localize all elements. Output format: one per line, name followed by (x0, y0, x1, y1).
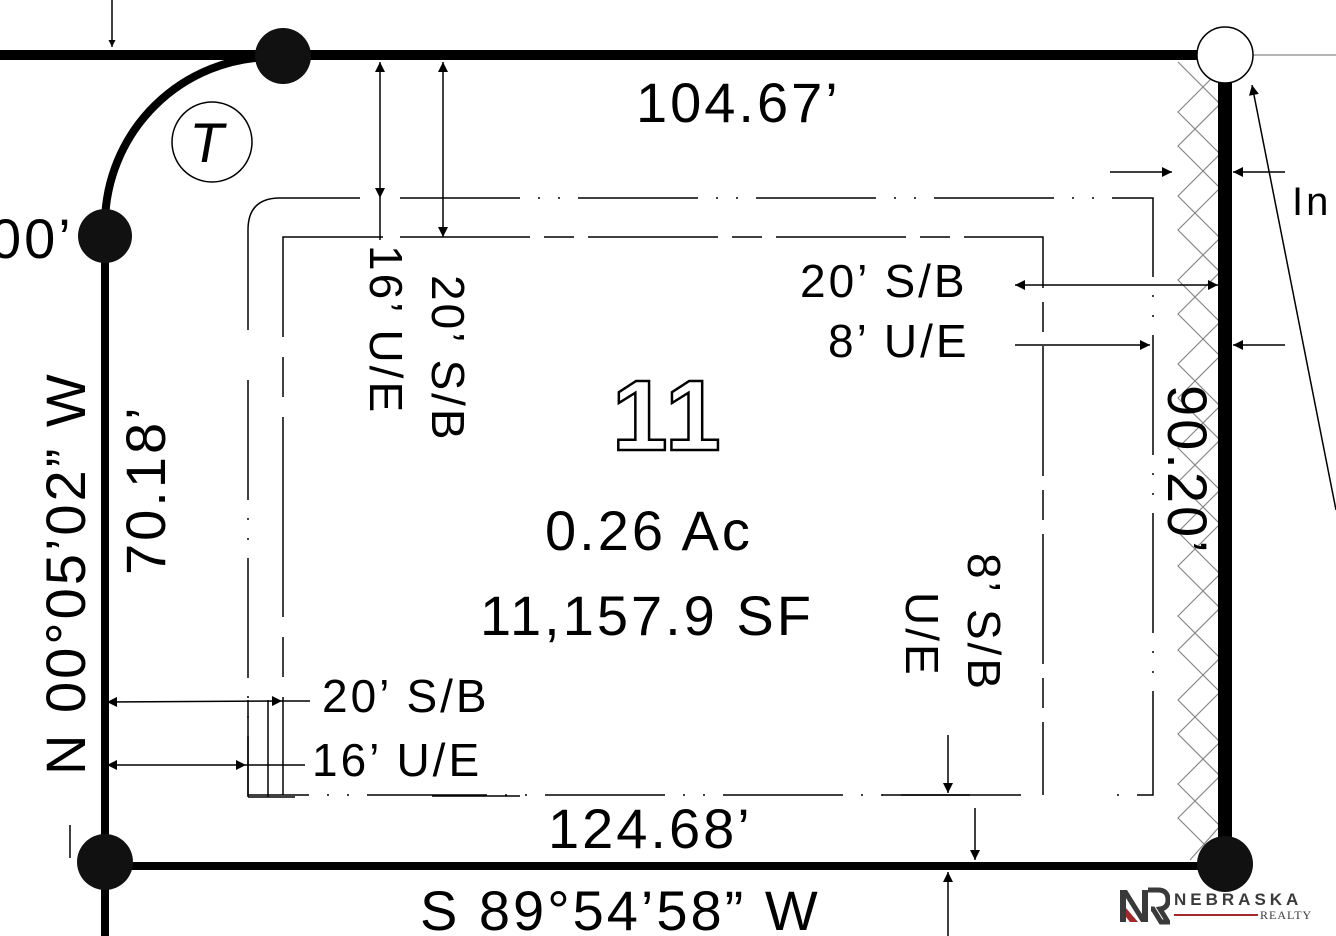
top-left-partial-dimension: 00’ (0, 207, 74, 270)
nr-logo-mark-icon (1120, 887, 1170, 925)
nebraska-realty-logo: NEBRASKA REALTY (1118, 886, 1328, 926)
logo-name: NEBRASKA (1174, 890, 1303, 909)
right-dimension: 90.20’ (1156, 385, 1219, 556)
top-dimension: 104.67’ (636, 71, 841, 134)
bottom-bearing: S 89°54’58” W (420, 879, 821, 936)
dimension-arrows (69, 0, 1336, 936)
bottom-setback-label: 20’ S/B (322, 670, 490, 722)
lot-acres: 0.26 Ac (545, 499, 753, 562)
top-easement-label: 16’ U/E (360, 245, 412, 415)
logo-sub: REALTY (1260, 908, 1313, 922)
transformer-marker (171, 101, 253, 183)
inner-right-easement-label: U/E (896, 592, 948, 678)
bottom-dimension: 124.68’ (548, 797, 753, 860)
left-bearing: N 00°05’02” W (34, 371, 97, 775)
utility-easement-line (247, 236, 1044, 798)
left-dimension: 70.18’ (114, 404, 177, 575)
top-setback-label: 20’ S/B (422, 275, 474, 443)
open-survey-pin (1196, 26, 1254, 84)
easement-hatch (1177, 54, 1336, 861)
lot-boundary (0, 50, 1232, 936)
transformer-label: T (185, 111, 233, 174)
inner-right-setback-label: 8’ S/B (958, 553, 1010, 692)
right-easement-label: 8’ U/E (828, 315, 970, 367)
lot-square-feet: 11,157.9 SF (480, 584, 814, 647)
logo-divider (1174, 914, 1258, 916)
lot-number: 11 (612, 360, 724, 472)
right-setback-label: 20’ S/B (800, 255, 968, 307)
right-partial-label: In (1292, 180, 1331, 224)
survey-pin (77, 28, 1253, 892)
bottom-easement-label: 16’ U/E (312, 734, 482, 786)
